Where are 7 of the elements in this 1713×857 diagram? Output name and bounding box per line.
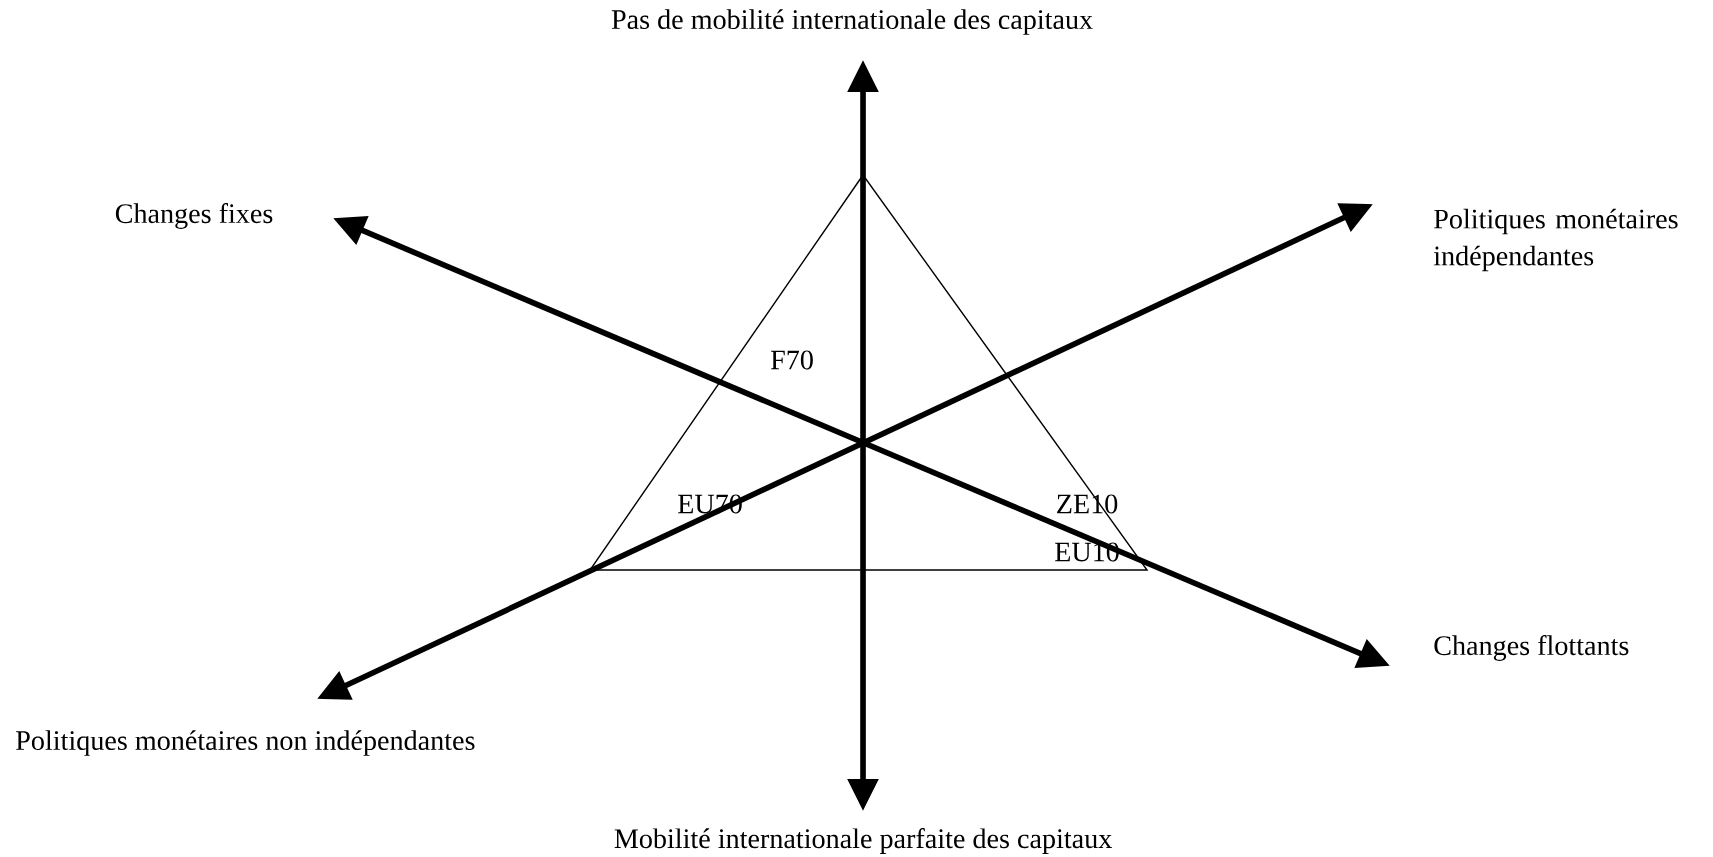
axis-label: Politiques monétaires non indépendantes [16,730,475,756]
axis-label: Changes fixes [115,203,273,229]
axis-label: Pas de mobilité internationale des capitaux [611,9,1093,35]
axis-label: Politiques monétaires indépendantes [1433,208,1678,272]
region-label: F70 [770,350,813,370]
axis-label: Changes flottants [1434,635,1629,661]
axis-label: Mobilité internationale parfaite des capitaux [614,828,1112,854]
